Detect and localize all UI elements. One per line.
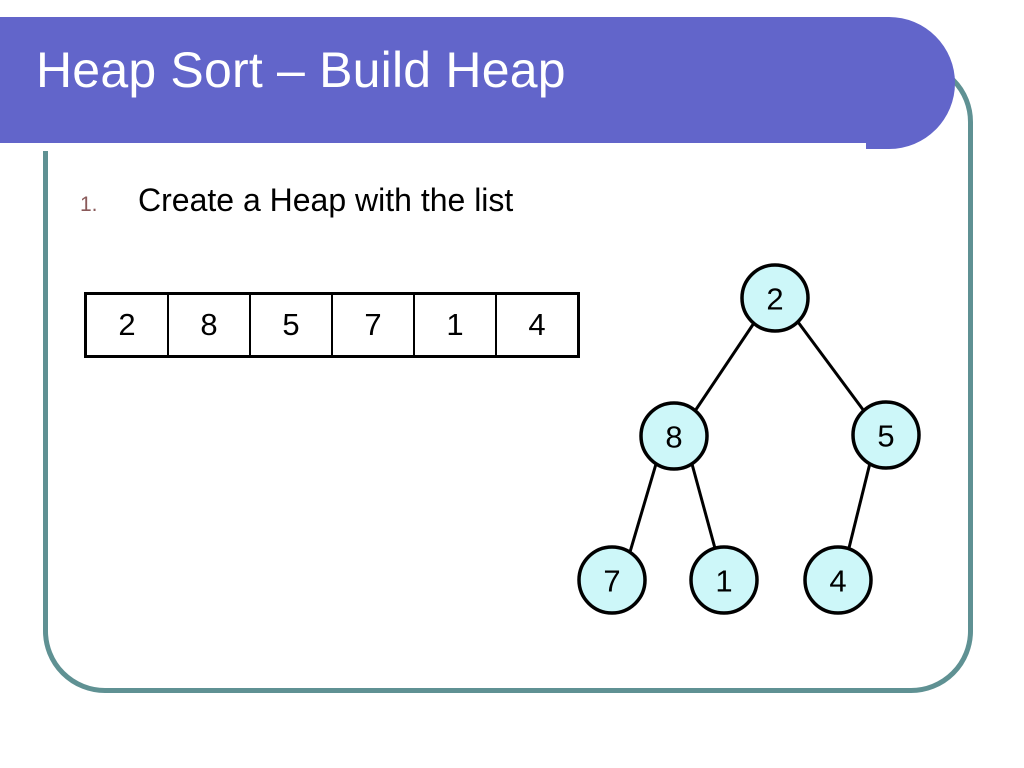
title-underline — [0, 143, 866, 151]
array-row: 2 8 5 7 1 4 — [84, 292, 580, 358]
tree-node-leaf-right: 4 — [803, 545, 873, 615]
bullet-text: Create a Heap with the list — [138, 182, 514, 218]
heap-list-array: 2 8 5 7 1 4 — [84, 292, 580, 358]
node-circle — [740, 263, 810, 333]
node-label: 7 — [603, 564, 620, 599]
edge-2-5 — [796, 321, 866, 412]
bullet-item-1: 1. Create a Heap with the list — [80, 182, 513, 219]
tree-node-leaf-middle: 1 — [689, 545, 759, 615]
edge-8-7 — [628, 463, 658, 553]
bullet-number: 1. — [80, 193, 98, 216]
edge-2-8 — [693, 322, 756, 412]
node-label: 2 — [766, 282, 783, 317]
array-cell-1: 8 — [167, 292, 251, 358]
array-cell-4: 1 — [413, 292, 497, 358]
array-cell-5: 4 — [495, 292, 580, 358]
node-label: 4 — [829, 564, 846, 599]
tree-node-root: 2 — [740, 263, 810, 333]
title-banner — [0, 17, 955, 151]
array-cell-2: 5 — [249, 292, 333, 358]
tree-node-leaf-left: 7 — [577, 545, 647, 615]
tree-edges — [628, 321, 872, 553]
node-circle — [689, 545, 759, 615]
edge-5-4 — [846, 462, 872, 553]
node-label: 5 — [877, 419, 894, 454]
tree-node-right: 5 — [851, 400, 921, 470]
binary-heap-tree: 2 8 5 7 1 4 — [577, 263, 921, 615]
node-label: 1 — [715, 564, 732, 599]
array-cell-0: 2 — [84, 292, 169, 358]
edge-8-1 — [690, 463, 718, 553]
array-cell-3: 7 — [331, 292, 415, 358]
node-circle — [577, 545, 647, 615]
node-circle — [851, 400, 921, 470]
node-circle — [803, 545, 873, 615]
tree-node-left: 8 — [639, 401, 709, 471]
page-title: Heap Sort – Build Heap — [36, 42, 566, 98]
node-label: 8 — [665, 420, 682, 455]
node-circle — [639, 401, 709, 471]
